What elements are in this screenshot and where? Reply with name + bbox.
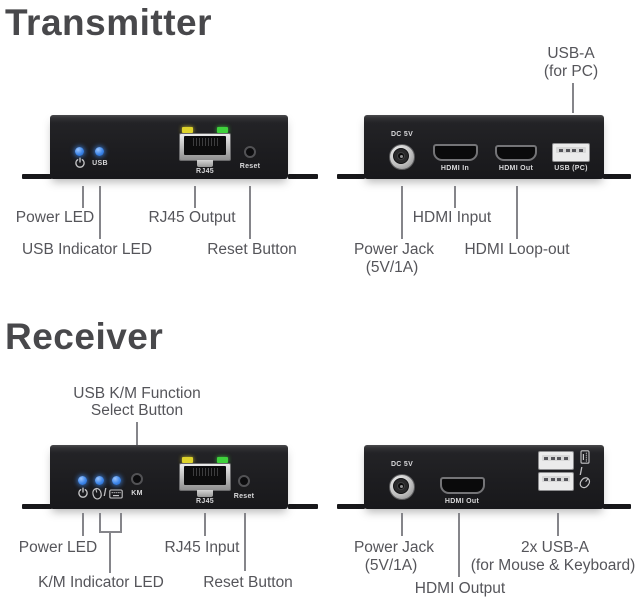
callout-usb-a: USB-A: [547, 45, 595, 62]
callout-hdmi-output: HDMI Output: [414, 580, 506, 597]
power-icon: [75, 157, 85, 168]
rj45-port-label: RJ45: [196, 168, 214, 175]
mouse-led-indicator: [95, 476, 104, 485]
reset-port-label: Reset: [239, 163, 261, 170]
callout-hdmi-loop-out: HDMI Loop-out: [464, 241, 570, 258]
reset-button: [244, 146, 256, 158]
callout-line: [401, 513, 403, 536]
link-led-yellow: [182, 457, 193, 463]
km-select-button: [131, 473, 143, 485]
callout-rj45-output: RJ45 Output: [148, 209, 236, 226]
usb-pc-port: [552, 143, 590, 162]
mounting-ear: [288, 174, 318, 179]
mounting-ear: [22, 174, 52, 179]
link-led-green: [217, 457, 228, 463]
callout-power-led: Power LED: [18, 539, 98, 556]
callout-2x-usb-a: 2x USB-A: [520, 539, 590, 556]
power-led-indicator: [75, 147, 84, 156]
usb-a-port-bottom: [538, 472, 574, 491]
usb-port-label: USB: [92, 160, 108, 167]
callout-reset-button: Reset Button: [207, 241, 297, 258]
dc-port-label: DC 5V: [390, 461, 414, 468]
callout-line: [249, 186, 251, 239]
keyboard-icon: [580, 450, 590, 464]
callout-rj45-input: RJ45 Input: [164, 539, 240, 556]
callout-reset-button: Reset Button: [203, 574, 293, 591]
callout-line: [401, 186, 403, 239]
callout-line: [454, 186, 456, 208]
reset-button: [238, 475, 250, 487]
transmitter-heading: Transmitter: [5, 2, 213, 43]
callout-line: [82, 186, 84, 208]
usb-pc-label: USB (PC): [554, 165, 588, 172]
receiver-heading: Receiver: [5, 316, 164, 357]
mounting-ear: [337, 174, 365, 179]
callout-hdmi-input: HDMI Input: [412, 209, 492, 226]
mounting-ear: [603, 504, 631, 509]
link-led-yellow: [182, 127, 193, 133]
mounting-ear: [288, 504, 318, 509]
usb-led-indicator: [95, 147, 104, 156]
mouse-icon: [92, 487, 102, 500]
usb-a-port-top: [538, 451, 574, 470]
km-button-label: KM: [131, 490, 143, 497]
hdmi-in-label: HDMI In: [440, 165, 470, 172]
slash-separator: /: [103, 487, 107, 499]
callout-2x-usb-a-sub: (for Mouse & Keyboard): [470, 557, 636, 574]
callout-power-jack: Power Jack: [353, 539, 435, 556]
callout-usb-a-sub: (for PC): [543, 63, 599, 80]
mounting-ear: [603, 174, 631, 179]
callout-power-jack: Power Jack: [353, 241, 435, 258]
dc-port-label: DC 5V: [390, 131, 414, 138]
callout-line: [244, 513, 246, 571]
power-led-indicator: [78, 476, 87, 485]
callout-line: [557, 513, 559, 536]
mounting-ear: [22, 504, 52, 509]
callout-km-indicator-led: K/M Indicator LED: [38, 574, 164, 591]
slash-separator: /: [579, 466, 583, 478]
callout-power-led: Power LED: [15, 209, 95, 226]
callout-line: [204, 513, 206, 536]
callout-line: [99, 186, 101, 239]
callout-km-select: USB K/M Function: [73, 385, 201, 402]
callout-line: [136, 422, 138, 445]
keyboard-icon: [109, 489, 123, 499]
callout-line: [82, 513, 84, 536]
power-icon: [78, 487, 88, 498]
callout-line: [120, 513, 122, 533]
callout-line: [458, 513, 460, 577]
callout-line: [572, 83, 574, 113]
hdmi-out-label: HDMI Out: [498, 165, 534, 172]
callout-usb-indicator-led: USB Indicator LED: [21, 241, 153, 258]
mounting-ear: [337, 504, 365, 509]
hdmi-out-port: [440, 477, 485, 494]
keyboard-led-indicator: [112, 476, 121, 485]
callout-power-jack-sub: (5V/1A): [365, 259, 419, 276]
callout-line: [99, 513, 101, 533]
rj45-jack: [179, 126, 231, 167]
callout-line: [109, 533, 111, 573]
callout-line: [99, 531, 122, 533]
callout-power-jack-sub: (5V/1A): [364, 557, 418, 574]
hdmi-out-port: [495, 145, 537, 161]
callout-line: [194, 186, 196, 208]
rj45-port-label: RJ45: [196, 498, 214, 505]
callout-km-select-sub: Select Button: [90, 402, 184, 419]
link-led-green: [217, 127, 228, 133]
hdmi-out-label: HDMI Out: [444, 498, 480, 505]
rj45-jack: [179, 456, 231, 497]
mouse-icon: [579, 477, 591, 489]
reset-port-label: Reset: [233, 493, 255, 500]
hdmi-in-port: [433, 144, 478, 161]
callout-line: [516, 186, 518, 239]
